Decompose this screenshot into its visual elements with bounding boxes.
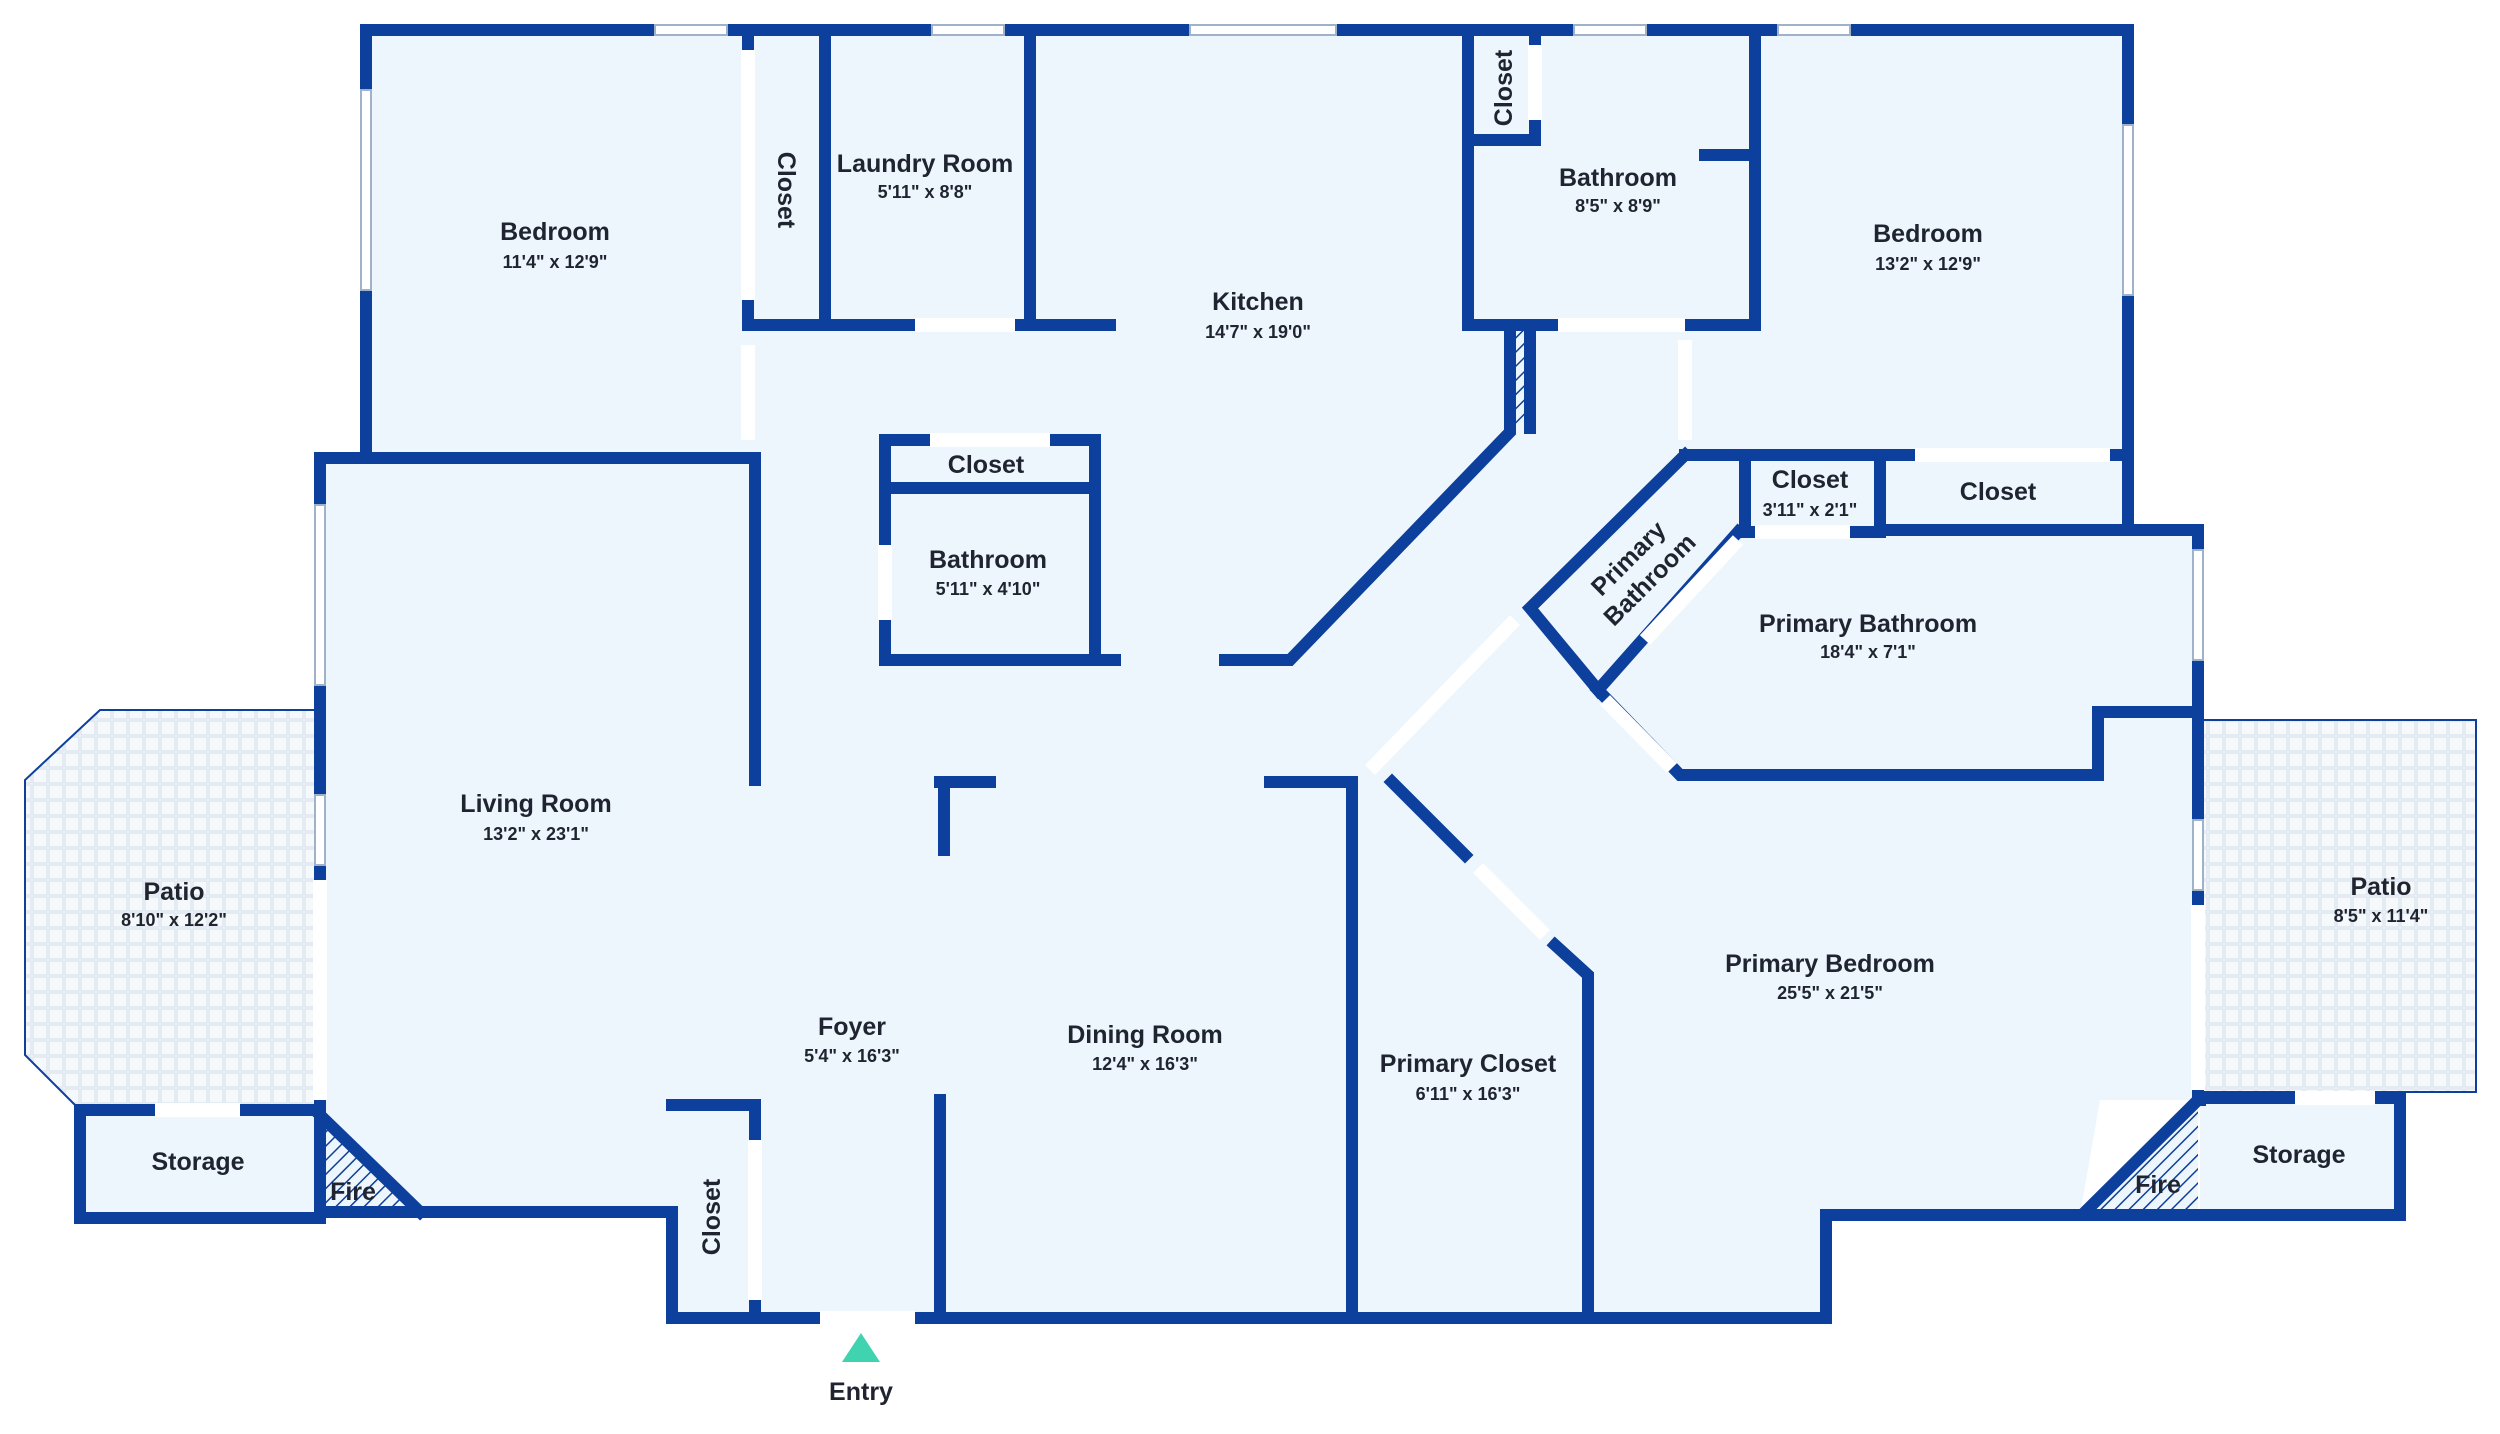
room-laundry: Laundry Room 5'11" x 8'8" [837,150,1013,202]
room-name: Bedroom [500,218,610,246]
room-bedroom-left: Bedroom 11'4" x 12'9" [500,218,610,272]
floor-area [80,30,2400,1318]
room-closet-bathroom-top: Closet [1490,49,1518,126]
room-closet-bedroom-left: Closet [772,152,800,229]
room-name: Bathroom [1559,164,1677,192]
room-dimensions: 5'11" x 8'8" [878,182,973,202]
room-dimensions: 5'11" x 4'10" [936,579,1041,599]
room-patio-right: Patio 8'5" x 11'4" [2334,873,2429,926]
room-name: Dining Room [1067,1021,1223,1049]
room-dimensions: 25'5" x 21'5" [1777,983,1883,1003]
room-name: Foyer [818,1013,886,1041]
room-dining: Dining Room 12'4" x 16'3" [1067,1021,1223,1074]
entry-arrow-icon [842,1333,880,1362]
label-fire-right: Fire [2135,1171,2181,1199]
room-name: Closet [1772,466,1849,494]
room-name: Bedroom [1873,220,1983,248]
room-name: Primary Bathroom [1759,610,1977,638]
room-bedroom-right: Bedroom 13'2" x 12'9" [1873,220,1983,274]
room-name: Patio [143,878,204,906]
room-primary-closet: Primary Closet 6'11" x 16'3" [1380,1050,1557,1104]
room-name: Kitchen [1212,288,1304,316]
windows [314,24,2204,891]
room-name: Bathroom [929,546,1047,574]
room-dimensions: 18'4" x 7'1" [1820,642,1916,662]
room-patio-left: Patio 8'10" x 12'2" [121,878,227,930]
room-name: Living Room [460,790,611,818]
room-name: Patio [2350,873,2411,901]
room-bathroom-center: Bathroom 5'11" x 4'10" [929,546,1047,599]
room-dimensions: 13'2" x 12'9" [1875,254,1981,274]
room-dimensions: 8'5" x 8'9" [1575,196,1661,216]
room-dimensions: 3'11" x 2'1" [1763,500,1858,520]
room-primary-bedroom: Primary Bedroom 25'5" x 21'5" [1725,950,1935,1003]
room-dimensions: 13'2" x 23'1" [483,824,589,844]
room-closet-small: Closet 3'11" x 2'1" [1763,466,1858,520]
room-foyer: Foyer 5'4" x 16'3" [804,1013,900,1066]
room-name: Primary Closet [1380,1050,1557,1078]
room-kitchen: Kitchen 14'7" x 19'0" [1205,288,1311,342]
room-storage-left: Storage [151,1148,244,1176]
room-dimensions: 8'5" x 11'4" [2334,906,2429,926]
room-primary-bathroom: Primary Bathroom 18'4" x 7'1" [1759,610,1977,662]
entry-label: Entry [829,1378,893,1406]
patio-left [24,709,317,1106]
room-dimensions: 11'4" x 12'9" [503,252,608,272]
room-bathroom-top: Bathroom 8'5" x 8'9" [1559,164,1677,216]
room-dimensions: 6'11" x 16'3" [1416,1084,1521,1104]
room-dimensions: 14'7" x 19'0" [1205,322,1311,342]
room-storage-right: Storage [2252,1141,2345,1169]
room-closet-right: Closet [1960,478,2037,506]
room-closet-foyer: Closet [698,1178,726,1255]
room-name: Primary Bedroom [1725,950,1935,978]
room-dimensions: 8'10" x 12'2" [121,910,227,930]
doors [155,45,2375,1325]
room-dimensions: 5'4" x 16'3" [804,1046,900,1066]
room-closet-center: Closet [948,451,1025,479]
room-dimensions: 12'4" x 16'3" [1092,1054,1198,1074]
room-living: Living Room 13'2" x 23'1" [460,790,611,844]
room-name: Laundry Room [837,150,1013,178]
label-fire-left: Fire [330,1178,376,1206]
